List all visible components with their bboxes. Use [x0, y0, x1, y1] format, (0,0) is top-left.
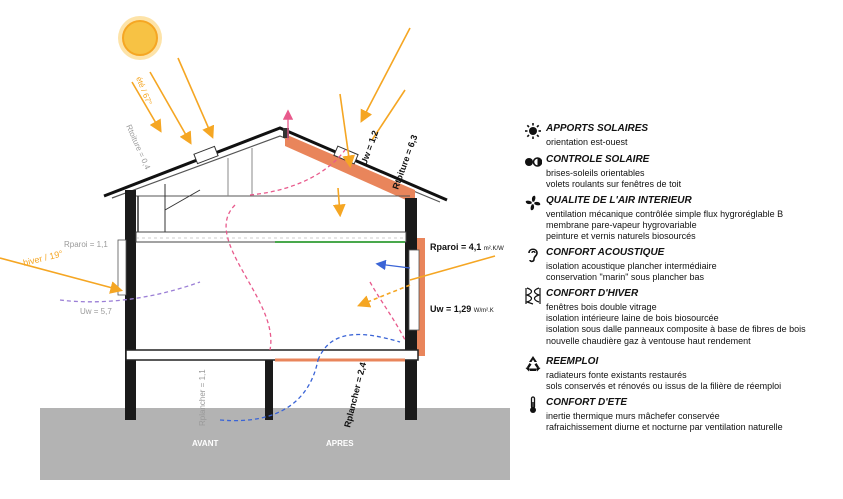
roof-insulation: [285, 134, 415, 204]
legend-line: inertie thermique murs mâchefer conservé…: [546, 411, 720, 421]
sun: [122, 20, 158, 56]
thermometer-icon: [530, 396, 536, 413]
sun-icon: [525, 123, 541, 139]
legend-line: ventilation mécanique contrôlée simple f…: [546, 209, 784, 219]
legend-line: volets roulants sur fenêtres de toit: [546, 179, 682, 190]
label-r-paroi-after: Rparoi = 4,1 m².K/W: [430, 242, 504, 252]
legend-line: conservation "marin" sous plancher bas: [546, 272, 704, 283]
house-section-diagram: été / 67° hiver / 19° Rtoiture = 0,4 Rpa…: [0, 16, 510, 480]
legend-line: membrane pare-vapeur hygrovariable: [546, 220, 697, 231]
label-r-paroi-before: Rparoi = 1,1: [64, 240, 108, 249]
label-uw-before: Uw = 5,7: [80, 307, 112, 316]
legend-title: QUALITE DE L'AIR INTERIEUR: [546, 195, 692, 206]
legend-line: rafraichissement diurne et nocturne par …: [546, 422, 783, 433]
label-apres: APRES: [326, 439, 354, 448]
air-flows: [59, 109, 411, 422]
label-r-plancher-before: Rplancher = 1,1: [198, 369, 207, 426]
legend-title: CONFORT D'HIVER: [546, 288, 639, 299]
shade-icon: [525, 157, 542, 167]
legend-line: isolation intérieure laine de bois bioso…: [546, 313, 719, 324]
recycle-icon: [525, 356, 541, 372]
floors: [125, 231, 419, 362]
sun-rays: [0, 27, 496, 308]
label-uw-after: Uw = 1,29 W/m².K: [430, 304, 494, 314]
walls: [117, 190, 425, 420]
legend-line: isolation sous dalle panneaux composite …: [546, 324, 806, 335]
ear-icon: [528, 248, 538, 263]
legend-line: peinture et vernis naturels biosourcés: [546, 231, 696, 242]
legend-title: APPORTS SOLAIRES: [546, 123, 649, 134]
legend-line: nouvelle chaudière gaz à ventouse haut r…: [546, 335, 751, 346]
legend-line: radiateurs fonte existants restaurés: [546, 370, 687, 380]
label-avant: AVANT: [192, 439, 218, 448]
label-hiver: hiver / 19°: [22, 248, 64, 268]
label-uw-roof-after: Uw = 1,2: [358, 129, 380, 167]
fan-icon: [525, 195, 541, 211]
insulation-icon: [525, 287, 541, 305]
legend-title: CONFORT ACOUSTIQUE: [546, 247, 665, 258]
legend-line: fenêtres bois double vitrage: [546, 302, 657, 312]
label-r-toiture-before: Rtoiture = 0,4: [124, 123, 152, 171]
legend-line: orientation est-ouest: [546, 137, 628, 147]
legend-line: sols conservés et rénovés ou issus de la…: [546, 381, 782, 392]
legend-title: CONFORT D'ETE: [546, 397, 628, 408]
legend-line: brises-soleils orientables: [546, 168, 645, 178]
legend-line: isolation acoustique plancher intermédia…: [546, 261, 717, 271]
legend-title: CONTROLE SOLAIRE: [546, 154, 650, 165]
legend-title: REEMPLOI: [546, 356, 599, 367]
ground: [40, 408, 510, 480]
